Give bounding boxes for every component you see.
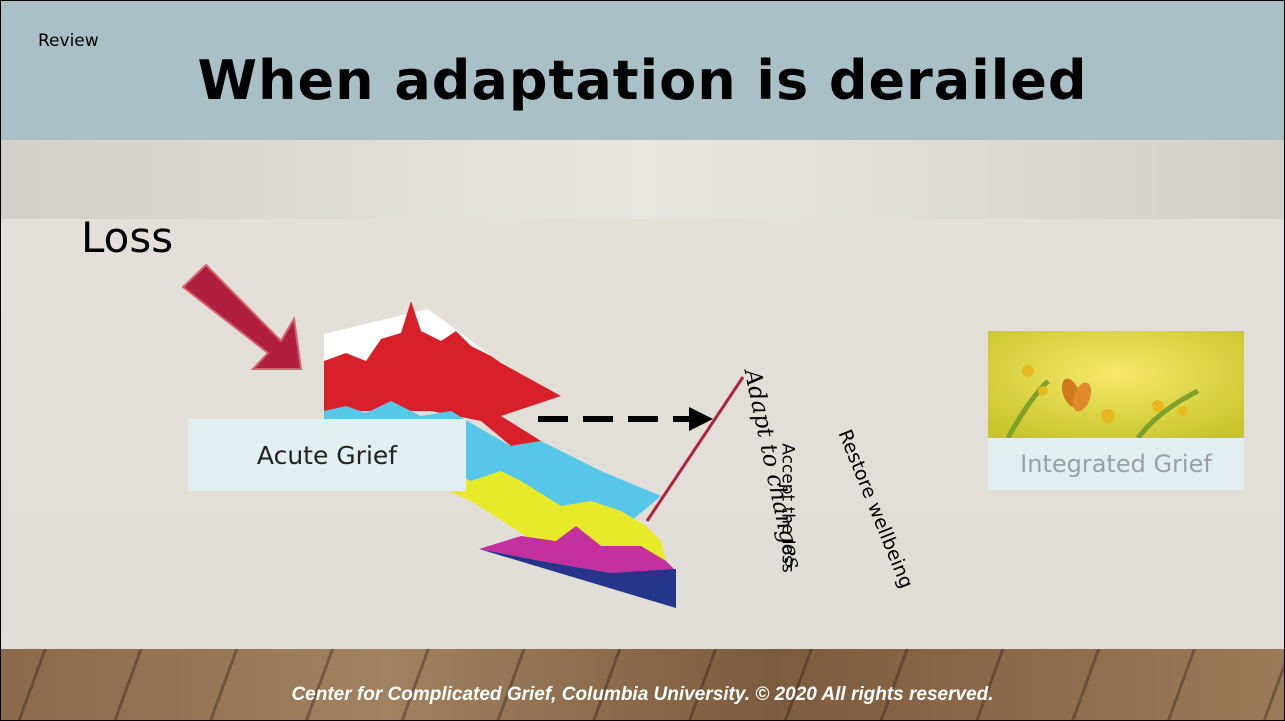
acute-grief-box: Acute Grief xyxy=(188,419,466,491)
integrated-grief-label: Integrated Grief xyxy=(1020,450,1212,478)
review-label: Review xyxy=(38,31,99,51)
acute-grief-label: Acute Grief xyxy=(256,440,398,470)
integrated-grief-box: Integrated Grief xyxy=(988,438,1244,490)
butterfly-photo-icon xyxy=(988,331,1244,438)
slide-title: When adaptation is derailed xyxy=(197,49,1088,112)
accept-the-loss-label: Accept the loss xyxy=(777,443,798,573)
header-bar xyxy=(1,1,1284,140)
wood-floor xyxy=(1,649,1284,720)
loss-label: Loss xyxy=(81,213,174,262)
block-line xyxy=(645,376,745,522)
chart-shard-yellow xyxy=(401,466,666,561)
loss-arrow xyxy=(181,263,303,370)
chart-shard-navy xyxy=(479,549,676,608)
chart-shard-magenta xyxy=(479,526,676,573)
header-band xyxy=(1,140,1284,219)
dashed-arrow-head xyxy=(689,407,713,431)
footer-copyright: Center for Complicated Grief, Columbia U… xyxy=(291,684,994,705)
